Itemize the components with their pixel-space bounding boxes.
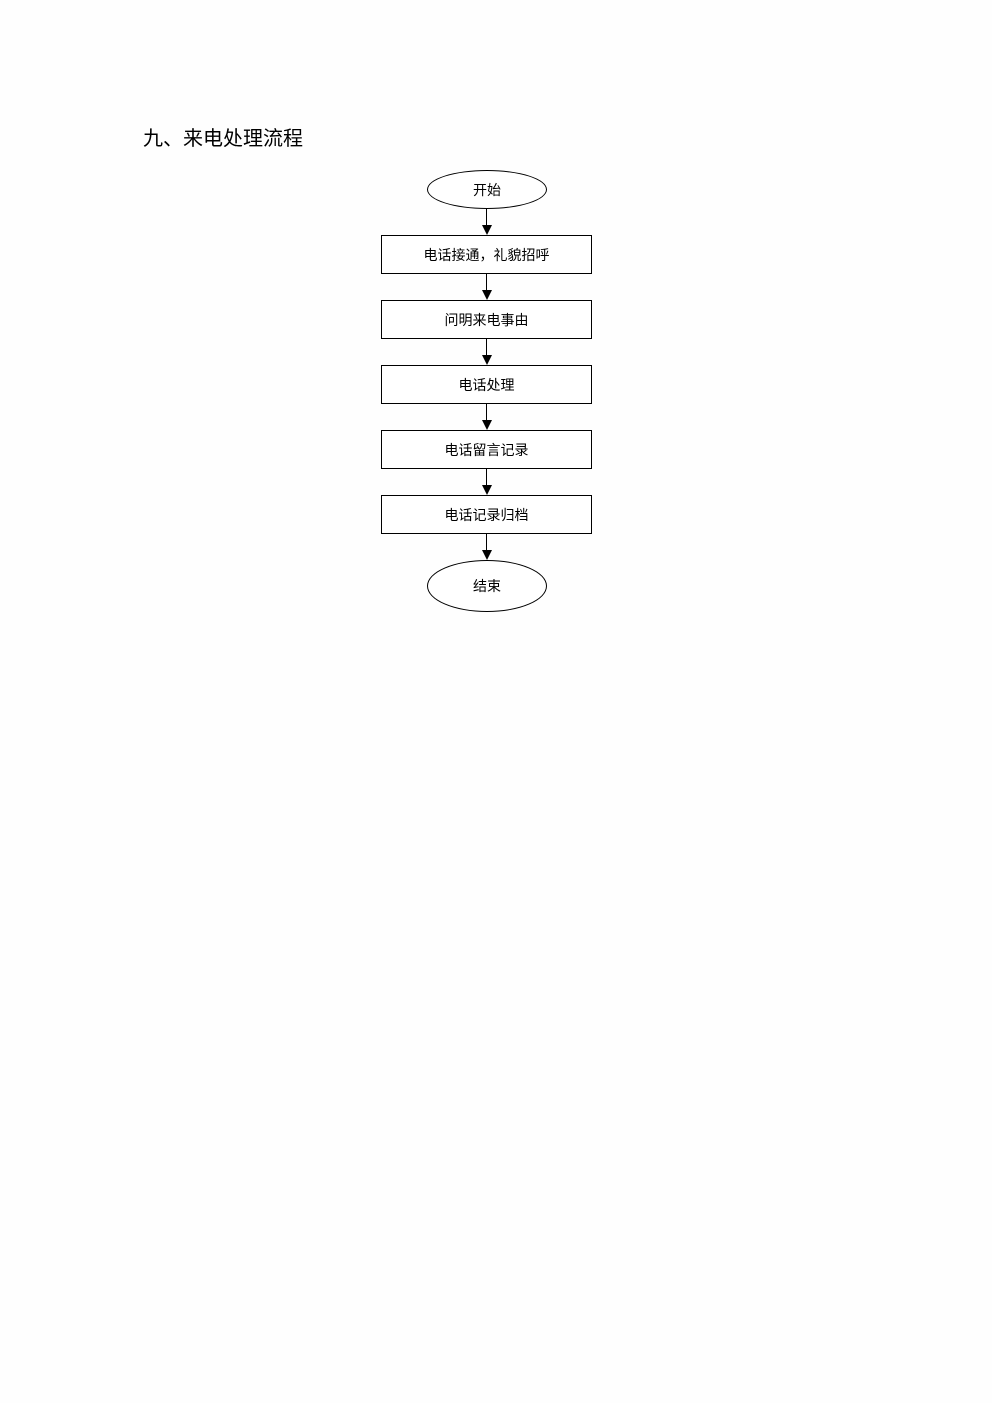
flow-connector [486, 339, 487, 355]
section-title: 九、来电处理流程 [143, 126, 303, 150]
flow-node-handle: 电话处理 [381, 365, 592, 404]
flow-node-archive: 电话记录归档 [381, 495, 592, 534]
flow-node-label: 电话接通，礼貌招呼 [423, 247, 550, 264]
flow-connector [486, 469, 487, 485]
arrow-down-icon [482, 420, 492, 430]
arrow-down-icon [482, 355, 492, 365]
flow-connector [486, 404, 487, 420]
arrow-down-icon [482, 290, 492, 300]
flow-connector [486, 274, 487, 290]
flow-node-message: 电话留言记录 [381, 430, 592, 469]
flow-node-label: 结束 [473, 579, 501, 595]
flow-node-label: 开始 [473, 182, 501, 199]
flow-node-label: 电话留言记录 [444, 442, 529, 459]
flow-node-ask: 问明来电事由 [381, 300, 592, 339]
arrow-down-icon [482, 550, 492, 560]
flow-node-label: 问明来电事由 [444, 312, 529, 329]
flow-connector [486, 534, 487, 550]
flow-connector [486, 209, 487, 225]
flow-node-answer: 电话接通，礼貌招呼 [381, 235, 592, 274]
arrow-down-icon [482, 225, 492, 235]
arrow-down-icon [482, 485, 492, 495]
flow-node-label: 电话记录归档 [444, 507, 529, 524]
flow-node-label: 电话处理 [458, 377, 515, 394]
flow-node-end: 结束 [427, 560, 547, 612]
flow-node-start: 开始 [427, 170, 547, 209]
